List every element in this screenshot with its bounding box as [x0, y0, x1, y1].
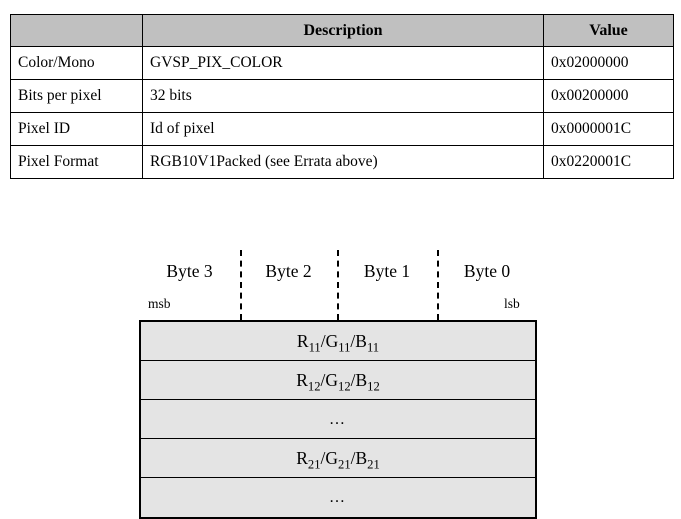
row-label-bits-per-pixel: Bits per pixel	[10, 79, 143, 113]
pixel-subscript-r: 11	[308, 340, 321, 355]
byte-label-2: Byte 2	[265, 261, 312, 281]
table-header-row: Description Value	[10, 14, 674, 47]
byte-divider-1-0	[437, 250, 439, 320]
pixel-subscript-g: 12	[338, 379, 351, 394]
pixel-subscript-b: 11	[366, 340, 380, 355]
pixel-component-b: B	[355, 370, 368, 390]
row-desc-color-mono: GVSP_PIX_COLOR	[142, 46, 544, 80]
header-cell-blank	[10, 14, 143, 47]
msb-label: msb	[148, 296, 171, 311]
pixel-subscript-b: 21	[367, 457, 380, 472]
pixel-row-r21: R21/G21/B21	[141, 439, 535, 478]
table-row: Color/Mono GVSP_PIX_COLOR 0x02000000	[10, 46, 674, 80]
header-cell-description: Description	[142, 14, 544, 47]
byte-divider-3-2	[240, 250, 242, 320]
pixel-row-r12: R12/G12/B12	[141, 361, 535, 400]
pixel-row-ellipsis-1: …	[141, 400, 535, 439]
table-row: Pixel ID Id of pixel 0x0000001C	[10, 112, 674, 146]
row-value-pixel-id: 0x0000001C	[543, 112, 674, 146]
row-value-bits-per-pixel: 0x00200000	[543, 79, 674, 113]
byte-label-3: Byte 3	[166, 261, 213, 281]
row-value-pixel-format: 0x0220001C	[543, 145, 674, 179]
table-row: Bits per pixel 32 bits 0x00200000	[10, 79, 674, 113]
row-desc-pixel-id: Id of pixel	[142, 112, 544, 146]
row-label-color-mono: Color/Mono	[10, 46, 143, 80]
pixel-component-g: G	[325, 370, 339, 390]
row-value-color-mono: 0x02000000	[543, 46, 674, 80]
pixel-subscript-r: 12	[307, 379, 321, 394]
byte-divider-2-1	[337, 250, 339, 320]
pixel-component-r: R	[296, 331, 309, 351]
row-label-pixel-id: Pixel ID	[10, 112, 143, 146]
pixel-rows-box: R11/G11/B11 R12/G12/B12 … R21/G21/B21 …	[139, 320, 537, 519]
pixel-subscript-g: 21	[338, 457, 351, 472]
byte-label-1: Byte 1	[363, 261, 411, 281]
pixel-subscript-b: 12	[367, 379, 380, 394]
pixel-component-r: R	[296, 370, 308, 390]
pixel-row-r11: R11/G11/B11	[141, 322, 535, 361]
pixel-component-g: G	[325, 331, 339, 351]
header-cell-value: Value	[543, 14, 674, 47]
row-label-pixel-format: Pixel Format	[10, 145, 143, 179]
lsb-label: lsb	[504, 296, 520, 311]
pixel-component-b: B	[355, 448, 368, 468]
pixel-component-r: R	[296, 448, 308, 468]
byte-label-0: Byte 0	[463, 261, 511, 281]
pixel-subscript-g: 11	[338, 340, 351, 355]
pixel-row-ellipsis-2: …	[329, 489, 347, 506]
pixel-component-b: B	[355, 331, 367, 351]
pixel-component-g: G	[325, 448, 339, 468]
pixel-subscript-r: 21	[307, 457, 321, 472]
table-row: Pixel Format RGB10V1Packed (see Errata a…	[10, 145, 674, 179]
row-desc-bits-per-pixel: 32 bits	[142, 79, 544, 113]
pixel-format-table: Description Value Color/Mono GVSP_PIX_CO…	[10, 14, 674, 179]
row-desc-pixel-format: RGB10V1Packed (see Errata above)	[142, 145, 544, 179]
